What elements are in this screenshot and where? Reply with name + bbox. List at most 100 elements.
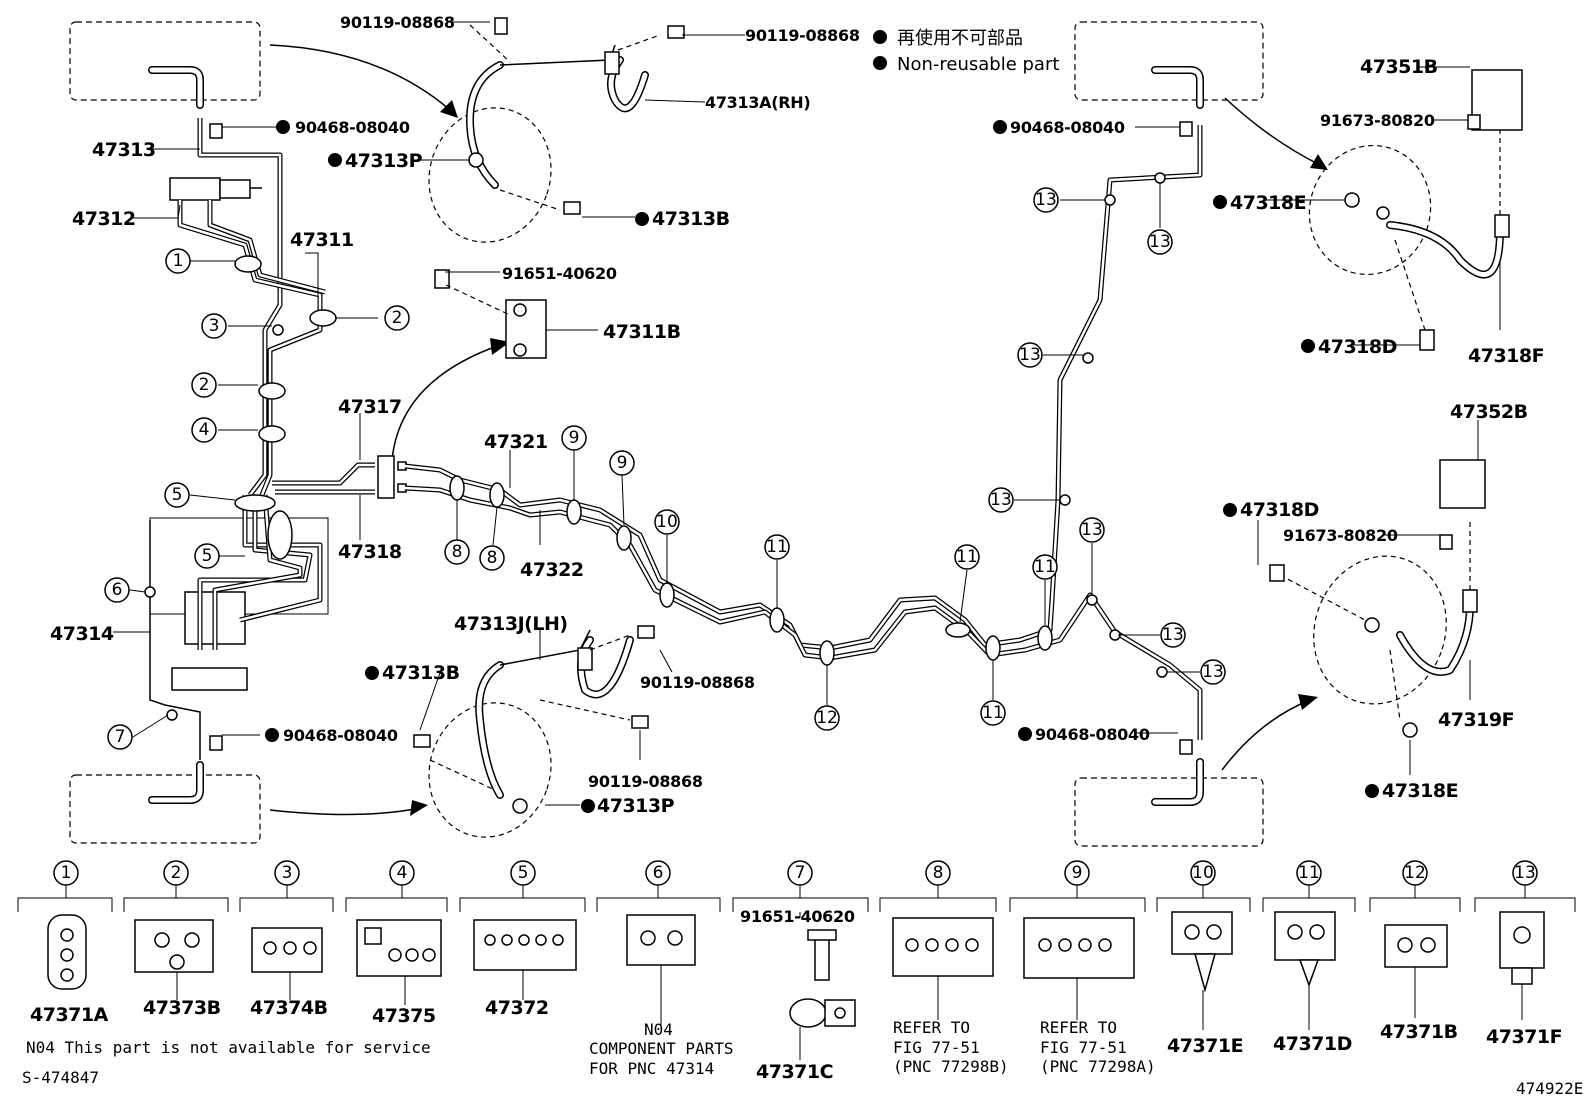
connector-47317: [377, 455, 395, 499]
label-47318F: 47318F: [1468, 345, 1544, 367]
label-47312: 47312: [72, 208, 136, 230]
svg-text:9: 9: [1072, 863, 1083, 883]
label-47319F: 47319F: [1438, 709, 1514, 731]
part-label-n04: N04: [644, 1020, 673, 1039]
part-label-47373B: 47373B: [143, 997, 221, 1019]
svg-text:6: 6: [112, 580, 123, 600]
label-47313B-b: 47313B: [382, 662, 460, 684]
clip-77298A-icon: [1023, 917, 1135, 1020]
svg-text:1: 1: [173, 251, 184, 271]
svg-text:3: 3: [209, 316, 220, 336]
svg-text:10: 10: [656, 512, 678, 532]
svg-text:5: 5: [518, 863, 529, 883]
label-47322: 47322: [520, 559, 584, 581]
svg-text:5: 5: [202, 546, 213, 566]
svg-text:13: 13: [1162, 625, 1184, 645]
svg-text:5: 5: [172, 485, 183, 505]
svg-text:13: 13: [1149, 232, 1171, 252]
svg-text:13: 13: [1035, 190, 1057, 210]
label-47311B: 47311B: [603, 321, 681, 343]
svg-text:4: 4: [397, 863, 408, 883]
svg-text:8: 8: [933, 863, 944, 883]
refer-8-line3: (PNC 77298B): [893, 1057, 1009, 1076]
wheel-box-front-left: [69, 21, 261, 101]
svg-text:7: 7: [795, 863, 806, 883]
label-47318E-a: 47318E: [1230, 192, 1306, 214]
label-90468-c: 90468-08040: [1010, 118, 1125, 137]
n04-note-1: COMPONENT PARTS: [589, 1039, 734, 1058]
label-47318D-a: 47318D: [1318, 336, 1397, 358]
svg-text:13: 13: [1019, 345, 1041, 365]
clip-47374B-icon: [251, 927, 323, 1000]
legend-en: Non-reusable part: [897, 54, 1059, 75]
wheel-box-front-right: [1074, 21, 1264, 101]
clip-n04-icon: [626, 914, 696, 1025]
label-47352B: 47352B: [1450, 401, 1528, 423]
clip-47371F-icon: [1499, 911, 1545, 1020]
wheel-box-rear-left: [69, 774, 261, 844]
svg-text:3: 3: [282, 863, 293, 883]
master-cylinder: [169, 177, 221, 201]
clip-47371E-icon: [1171, 911, 1233, 1030]
footer-note: N04 This part is not available for servi…: [26, 1038, 431, 1057]
part-label-47371C: 47371C: [756, 1061, 833, 1083]
svg-text:13: 13: [1514, 863, 1536, 883]
label-47318D-b: 47318D: [1240, 499, 1319, 521]
label-47318E-b: 47318E: [1382, 780, 1458, 802]
refer-8-line1: REFER TO: [893, 1018, 970, 1037]
wheel-box-rear-right: [1074, 777, 1264, 847]
label-47317: 47317: [338, 396, 402, 418]
refer-9-line1: REFER TO: [1040, 1018, 1117, 1037]
label-47314: 47314: [50, 623, 114, 645]
label-91651: 91651-40620: [502, 264, 617, 283]
refer-9-line2: FIG 77-51: [1040, 1038, 1127, 1057]
footer-code-right: 474922E: [1516, 1079, 1583, 1098]
clip-47371C-icon: [789, 912, 856, 1060]
svg-text:8: 8: [487, 548, 498, 568]
clip-77298B-icon: [892, 917, 994, 1020]
svg-text:7: 7: [115, 727, 126, 747]
svg-text:8: 8: [452, 542, 463, 562]
part-label-91651-40620: 91651-40620: [740, 907, 855, 926]
svg-text:11: 11: [982, 703, 1004, 723]
label-90119-top2: 90119-08868: [745, 26, 860, 45]
part-label-47371E: 47371E: [1167, 1035, 1243, 1057]
svg-text:11: 11: [956, 547, 978, 567]
label-47351B: 47351B: [1360, 56, 1438, 78]
label-90468-a: 90468-08040: [295, 118, 410, 137]
svg-text:2: 2: [199, 375, 210, 395]
label-47311: 47311: [290, 229, 354, 251]
part-label-47375: 47375: [372, 1005, 436, 1027]
label-47321: 47321: [484, 431, 548, 453]
label-47313P-a: 47313P: [345, 150, 423, 172]
svg-text:13: 13: [1081, 520, 1103, 540]
label-47313B-a: 47313B: [652, 208, 730, 230]
label-91673-b: 91673-80820: [1283, 526, 1398, 545]
label-47313P-b: 47313P: [597, 795, 675, 817]
svg-text:1: 1: [61, 863, 72, 883]
part-label-47371B: 47371B: [1380, 1021, 1458, 1043]
clip-47375-icon: [356, 919, 442, 1005]
svg-text:6: 6: [653, 863, 664, 883]
legend-jp: 再使用不可部品: [897, 28, 1023, 49]
svg-text:2: 2: [171, 863, 182, 883]
label-90119-top: 90119-08868: [340, 13, 455, 32]
part-label-47374B: 47374B: [250, 997, 328, 1019]
clip-47371A-icon: [47, 914, 87, 990]
part-label-47372: 47372: [485, 997, 549, 1019]
svg-text:11: 11: [1034, 557, 1056, 577]
svg-text:9: 9: [617, 453, 628, 473]
refer-9-line3: (PNC 77298A): [1040, 1057, 1156, 1076]
callouts: 1 2 3 2 4 5 5 6 7 8 8 9 9 10 11 11 11 11…: [104, 187, 1226, 750]
label-47313A: 47313A(RH): [705, 93, 810, 112]
svg-text:4: 4: [199, 420, 210, 440]
svg-text:9: 9: [569, 428, 580, 448]
footer-code-left: S-474847: [22, 1068, 99, 1087]
svg-text:12: 12: [816, 708, 838, 728]
legend: 再使用不可部品 Non-reusable part: [873, 28, 1059, 75]
svg-text:13: 13: [1202, 662, 1224, 682]
svg-text:2: 2: [392, 308, 403, 328]
bottom-parts-row: 1 2 3 4 5 6 7 8 9 10 11 12 13: [17, 860, 1576, 1083]
label-47313J: 47313J(LH): [454, 613, 568, 635]
